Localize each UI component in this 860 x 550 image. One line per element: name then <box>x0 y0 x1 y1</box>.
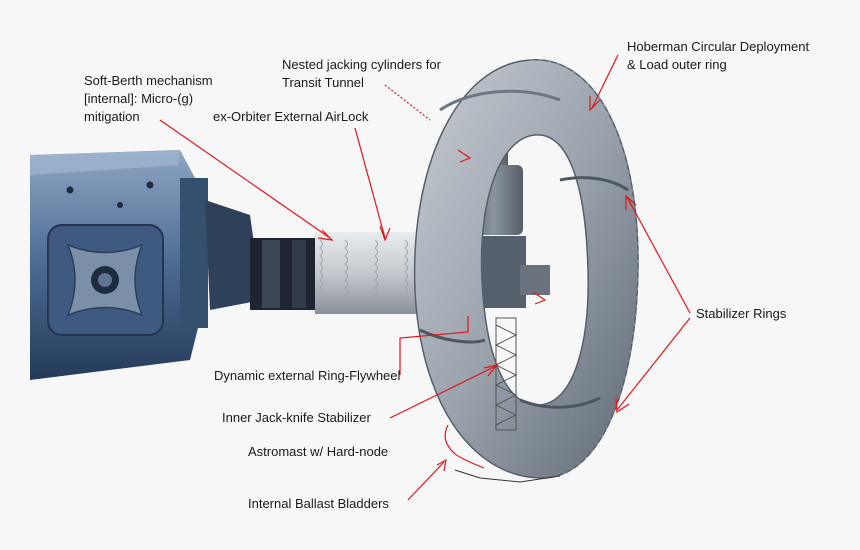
astromast-truss <box>494 317 518 431</box>
leader-ballast <box>407 461 445 501</box>
arrow-jackknife <box>483 364 499 377</box>
leader-jackknife <box>389 365 497 419</box>
leader-flywheel <box>399 316 469 375</box>
arrow-stabilizer-upper <box>625 194 637 210</box>
label-soft-berth-line1: Soft-Berth mechanism <box>84 73 213 88</box>
arrow-airlock <box>379 225 391 242</box>
label-ballast: Internal Ballast Bladders <box>248 496 389 511</box>
arrow-ballast <box>436 458 447 472</box>
label-soft-berth-line3: mitigation <box>84 109 140 124</box>
label-hoberman-line1: Hoberman Circular Deployment <box>627 39 810 54</box>
label-soft-berth-line2: [internal]: Micro-(g) <box>84 91 194 106</box>
leader-hoberman <box>591 54 619 109</box>
label-nested-jacking-line2: Transit Tunnel <box>282 75 364 90</box>
habitat-module <box>30 150 208 380</box>
label-jackknife: Inner Jack-knife Stabilizer <box>222 410 371 425</box>
annotation-lines <box>159 54 691 501</box>
label-hoberman-line2: & Load outer ring <box>627 57 727 72</box>
leader-stabilizer-upper <box>626 196 691 314</box>
arrow-soft-berth <box>317 229 334 241</box>
label-soft-berth: Soft-Berth mechanism [internal]: Micro-(… <box>84 72 213 126</box>
arrow-stabilizer-lower <box>615 397 630 414</box>
label-airlock: ex-Orbiter External AirLock <box>213 109 369 124</box>
docking-hatch <box>47 224 164 336</box>
bracket-astromast <box>444 424 485 469</box>
outer-ring-torus <box>413 59 639 483</box>
label-flywheel: Dynamic external Ring-Flywheel <box>214 368 401 383</box>
label-nested-jacking: Nested jacking cylinders for Transit Tun… <box>282 56 441 92</box>
label-stabilizer-rings: Stabilizer Rings <box>696 306 787 321</box>
leader-nested-jacking <box>384 84 431 121</box>
soft-berth-adapter <box>205 200 320 310</box>
label-nested-jacking-line1: Nested jacking cylinders for <box>282 57 441 72</box>
leader-stabilizer-lower <box>616 317 691 411</box>
label-hoberman: Hoberman Circular Deployment & Load oute… <box>627 38 809 74</box>
arrow-ring-top <box>457 149 472 163</box>
leader-airlock <box>354 127 386 239</box>
label-astromast: Astromast w/ Hard-node <box>248 444 389 459</box>
arrow-ring-right <box>532 291 547 305</box>
arrow-hoberman <box>589 96 601 112</box>
leader-soft-berth <box>159 119 331 239</box>
